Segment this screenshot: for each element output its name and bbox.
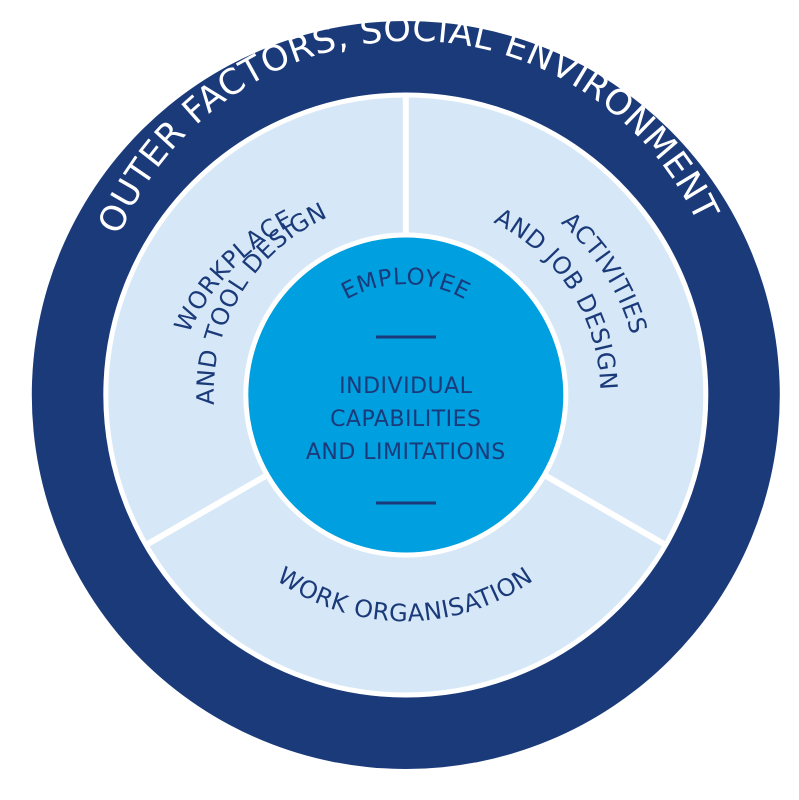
employee-center-circle: [243, 232, 569, 558]
center-line-2: CAPABILITIES: [330, 407, 481, 432]
center-line-3: AND LIMITATIONS: [306, 440, 506, 465]
center-line-1: INDIVIDUAL: [339, 374, 473, 399]
